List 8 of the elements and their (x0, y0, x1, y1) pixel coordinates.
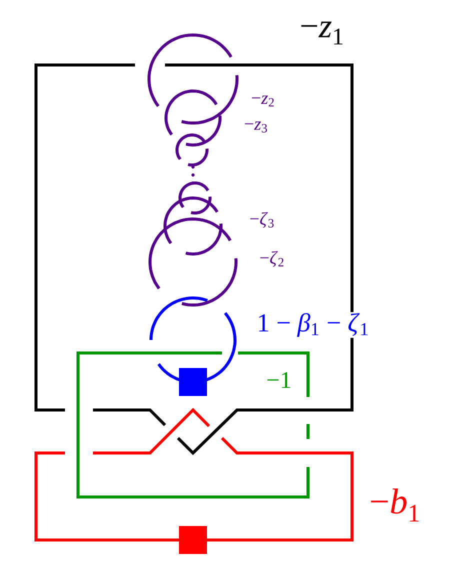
component-label: −ζ$_{2}$ (260, 251, 284, 267)
component-label: −b$_{1}$ (371, 488, 419, 522)
component-label: −ζ$_{3}$ (250, 212, 274, 228)
component-label: −z$_{1}$ (301, 22, 342, 44)
component-label: −z$_{2}$ (252, 96, 274, 106)
component-label: 1 − β$_{1}$ − ζ$_{1}$ (256, 312, 370, 338)
component-label: −z$_{3}$ (244, 122, 267, 132)
component-label: −1 (267, 372, 290, 388)
